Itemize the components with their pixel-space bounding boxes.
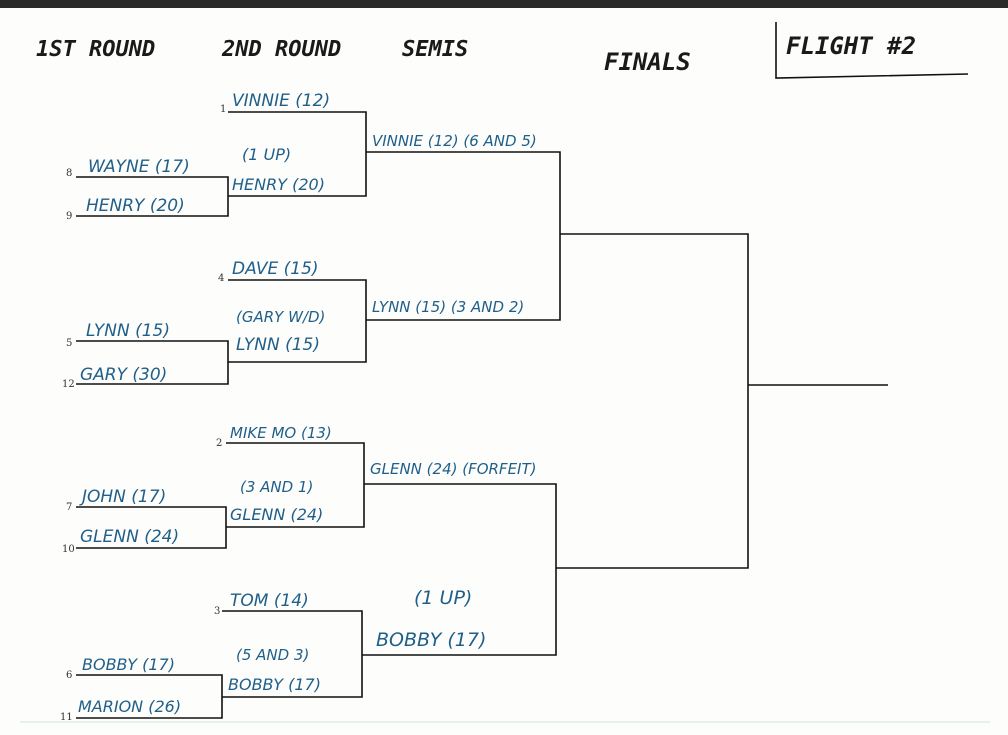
match-result: (1 UP) bbox=[242, 145, 291, 164]
player-name: GLENN (24) bbox=[80, 527, 179, 547]
seed-label: 4 bbox=[218, 273, 224, 284]
match-result: (1 UP) bbox=[414, 587, 472, 609]
seed-label: 5 bbox=[66, 338, 72, 349]
player-name: MARION (26) bbox=[78, 697, 181, 716]
round2-lines bbox=[222, 111, 367, 698]
player-name: JOHN (17) bbox=[79, 487, 166, 507]
flight-box-outline bbox=[775, 22, 969, 79]
round1-lines bbox=[76, 176, 229, 719]
header-round1: 1ST ROUND bbox=[36, 37, 155, 62]
player-name: LYNN (15) bbox=[236, 335, 320, 355]
player-name: MIKE MO (13) bbox=[230, 424, 332, 442]
player-name: TOM (14) bbox=[230, 591, 309, 611]
seed-label: 9 bbox=[66, 211, 72, 222]
header-round2: 2ND ROUND bbox=[221, 37, 341, 62]
seed-label: 7 bbox=[66, 502, 72, 513]
seed-label: 2 bbox=[216, 438, 222, 449]
player-name: HENRY (20) bbox=[232, 175, 325, 194]
seed-label: 10 bbox=[62, 544, 75, 555]
semis-entry: GLENN (24) (FORFEIT) bbox=[370, 460, 536, 478]
match-result: (3 AND 1) bbox=[240, 478, 313, 496]
player-name: GLENN (24) bbox=[230, 505, 323, 524]
player-name: WAYNE (17) bbox=[88, 157, 190, 177]
seed-label: 8 bbox=[66, 168, 72, 179]
player-name: BOBBY (17) bbox=[228, 675, 321, 694]
bracket-sheet bbox=[0, 8, 1008, 735]
semis-entry: VINNIE (12) (6 AND 5) bbox=[372, 132, 537, 150]
seed-label: 3 bbox=[214, 606, 220, 617]
header-flight: FLIGHT #2 bbox=[786, 32, 916, 60]
semis-entry: LYNN (15) (3 AND 2) bbox=[372, 298, 524, 316]
player-name: LYNN (15) bbox=[86, 321, 170, 341]
player-name: HENRY (20) bbox=[86, 196, 185, 216]
player-name: DAVE (15) bbox=[232, 259, 319, 279]
match-result: (5 AND 3) bbox=[236, 646, 309, 664]
seed-label: 1 bbox=[220, 104, 226, 115]
player-name: GARY (30) bbox=[80, 365, 167, 385]
seed-label: 6 bbox=[66, 670, 72, 681]
seed-label: 11 bbox=[60, 712, 73, 723]
player-name: VINNIE (12) bbox=[232, 91, 330, 111]
window-top-border bbox=[0, 0, 1008, 8]
player-name: BOBBY (17) bbox=[82, 655, 175, 674]
finals-lines bbox=[556, 233, 888, 569]
seed-label: 12 bbox=[62, 379, 75, 390]
semis-lines bbox=[362, 151, 561, 656]
match-result: (GARY W/D) bbox=[236, 308, 325, 326]
semis-entry: BOBBY (17) bbox=[376, 629, 486, 651]
header-finals: FINALS bbox=[604, 48, 691, 76]
header-semis: SEMIS bbox=[402, 37, 468, 62]
